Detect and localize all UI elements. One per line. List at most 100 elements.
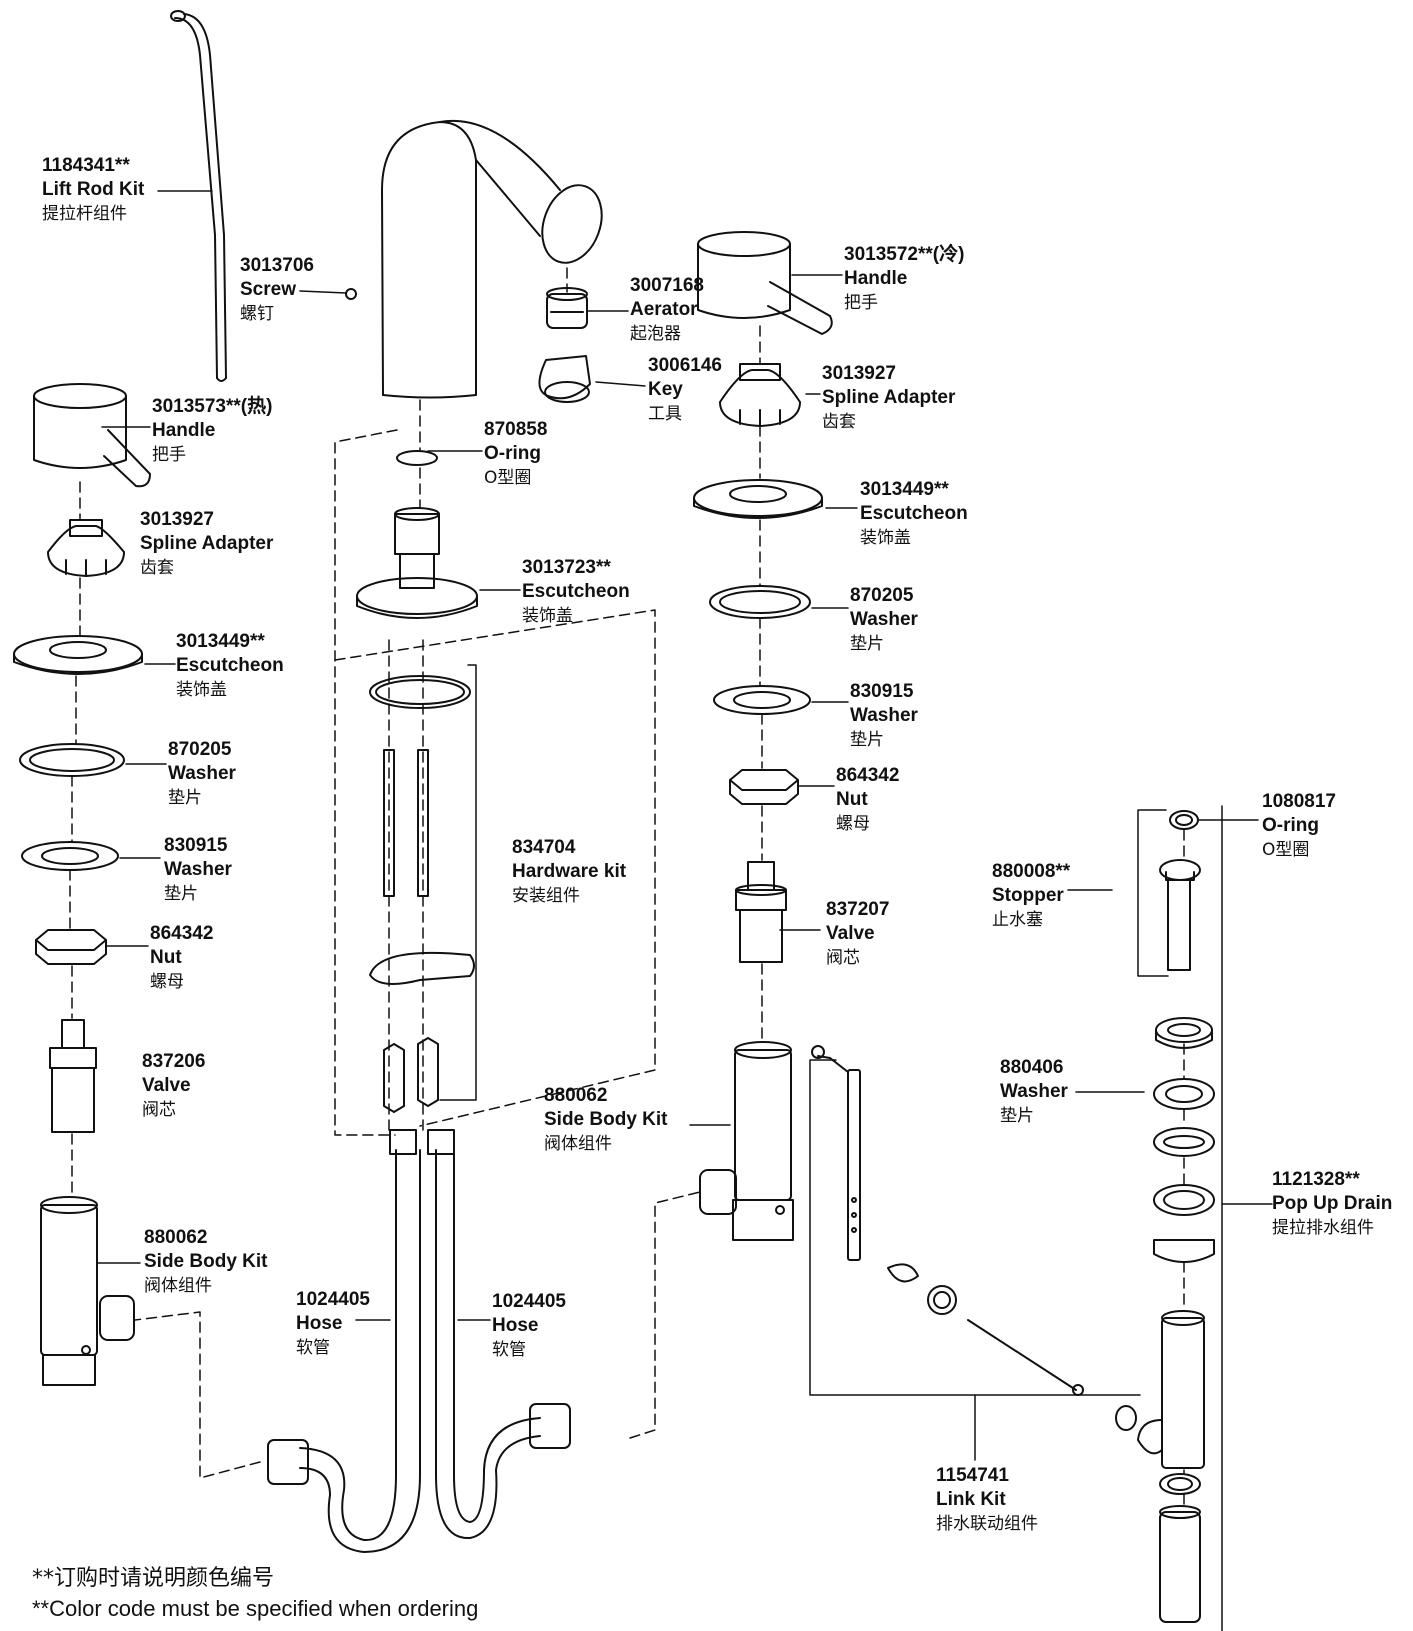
label-key: 3006146 Key 工具	[648, 354, 722, 426]
leader-lines	[97, 190, 1273, 1631]
part-name: Washer	[850, 609, 918, 630]
part-name-chinese: 阀芯	[142, 1100, 176, 1120]
label-nut-right: 864342 Nut 螺母	[836, 764, 899, 836]
part-name: Washer	[168, 763, 236, 784]
part-name-chinese: 齿套	[140, 558, 174, 578]
part-number: 3013927	[822, 363, 896, 384]
label-aerator: 3007168 Aerator 起泡器	[630, 274, 704, 346]
part-name: Lift Rod Kit	[42, 179, 145, 200]
label-valve-left: 837206 Valve 阀芯	[142, 1050, 205, 1122]
label-washer-drain: 880406 Washer 垫片	[1000, 1056, 1068, 1128]
part-name-chinese: 齿套	[822, 412, 856, 432]
part-number: 1024405	[296, 1289, 370, 1310]
label-escutcheon-left: 3013449** Escutcheon 装饰盖	[176, 630, 284, 702]
label-hardware-kit: 834704 Hardware kit 安装组件	[512, 836, 626, 908]
assembly-dash-lines	[69, 267, 1185, 1505]
part-name: Valve	[142, 1075, 191, 1096]
part-name-chinese: 螺钉	[240, 304, 274, 324]
part-name-chinese: 软管	[296, 1338, 330, 1358]
part-name-chinese: 止水塞	[992, 910, 1043, 930]
part-number: 880062	[144, 1227, 208, 1248]
part-number: 834704	[512, 837, 576, 858]
part-name-chinese: O型圈	[1262, 840, 1310, 860]
left-spline-part	[47, 519, 125, 577]
part-number: 830915	[164, 835, 228, 856]
part-number: 870205	[168, 739, 232, 760]
label-stopper: 880008** Stopper 止水塞	[992, 860, 1070, 932]
part-number: 3013706	[240, 255, 314, 276]
part-name: Link Kit	[936, 1489, 1006, 1510]
part-name: Aerator	[630, 299, 698, 320]
part-name: Side Body Kit	[544, 1109, 668, 1130]
part-name: Spline Adapter	[140, 533, 274, 554]
part-number: 870205	[850, 585, 914, 606]
hoses-part	[267, 1129, 571, 1553]
part-number: 1121328**	[1272, 1169, 1360, 1190]
part-number: 870858	[484, 419, 548, 440]
part-name: Stopper	[992, 885, 1064, 906]
label-nut-left: 864342 Nut 螺母	[150, 922, 213, 994]
footnote-english: **Color code must be specified when orde…	[32, 1596, 479, 1621]
label-washer-left-2: 830915 Washer 垫片	[164, 834, 232, 906]
label-handle-hot: 3013573**(热) Handle 把手	[152, 395, 272, 467]
left-nut-part	[35, 929, 107, 965]
label-spline-adapter-right: 3013927 Spline Adapter 齿套	[822, 362, 955, 434]
label-screw: 3013706 Screw 螺钉	[240, 254, 314, 326]
part-name-chinese: 软管	[492, 1340, 526, 1360]
part-name: Pop Up Drain	[1272, 1193, 1393, 1214]
label-valve-right: 837207 Valve 阀芯	[826, 898, 889, 970]
part-number: 864342	[836, 765, 900, 786]
part-name-chinese: 装饰盖	[860, 528, 911, 548]
label-spline-adapter-left: 3013927 Spline Adapter 齿套	[140, 508, 273, 580]
aerator-part	[546, 287, 588, 329]
part-name-chinese: 螺母	[150, 972, 184, 992]
part-name: Hardware kit	[512, 861, 627, 882]
part-name-chinese: 垫片	[850, 634, 884, 654]
part-number: 837206	[142, 1051, 206, 1072]
part-number: 3013449**	[860, 479, 949, 500]
right-handle-part	[697, 231, 833, 335]
left-side-body-part	[40, 1196, 135, 1386]
label-escutcheon-center: 3013723** Escutcheon 装饰盖	[522, 556, 630, 628]
part-name: Handle	[844, 268, 908, 289]
right-valve-part	[735, 861, 787, 963]
part-name: Escutcheon	[522, 581, 630, 602]
part-name: O-ring	[484, 443, 541, 464]
spout-part	[345, 119, 603, 399]
label-washer-left-1: 870205 Washer 垫片	[168, 738, 236, 810]
part-name: Nut	[150, 947, 182, 968]
part-name-chinese: 装饰盖	[176, 680, 227, 700]
label-handle-cold: 3013572**(冷) Handle 把手	[844, 243, 964, 315]
part-number: 830915	[850, 681, 914, 702]
label-washer-right-1: 870205 Washer 垫片	[850, 584, 918, 656]
part-name-chinese: 阀体组件	[544, 1134, 612, 1154]
part-number: 1024405	[492, 1291, 566, 1312]
part-number: 837207	[826, 899, 890, 920]
part-name-chinese: 起泡器	[630, 324, 681, 344]
part-name: Key	[648, 379, 683, 400]
label-hose-right: 1024405 Hose 软管	[492, 1290, 566, 1362]
part-name-chinese: 工具	[648, 404, 682, 424]
part-number: 1080817	[1262, 791, 1336, 812]
part-number: 3007168	[630, 275, 704, 296]
center-escutcheon-part	[356, 507, 478, 619]
part-name-chinese: 螺母	[836, 814, 870, 834]
label-hose-left: 1024405 Hose 软管	[296, 1288, 370, 1360]
left-valve-part	[49, 1019, 97, 1133]
part-name: Escutcheon	[860, 503, 968, 524]
center-side-body-part	[699, 1041, 794, 1241]
part-name-chinese: 垫片	[164, 884, 198, 904]
part-name: Spline Adapter	[822, 387, 956, 408]
label-o-ring-spout: 870858 O-ring O型圈	[484, 418, 547, 490]
right-nut-part	[729, 769, 799, 805]
part-name-chinese: O型圈	[484, 468, 532, 488]
part-name: Escutcheon	[176, 655, 284, 676]
pop-up-drain-part	[1137, 810, 1215, 1623]
label-escutcheon-right: 3013449** Escutcheon 装饰盖	[860, 478, 968, 550]
part-name: Side Body Kit	[144, 1251, 268, 1272]
part-name-chinese: 提拉杆组件	[42, 204, 127, 224]
part-name-chinese: 装饰盖	[522, 606, 573, 626]
part-number: 1184341**	[42, 155, 130, 176]
